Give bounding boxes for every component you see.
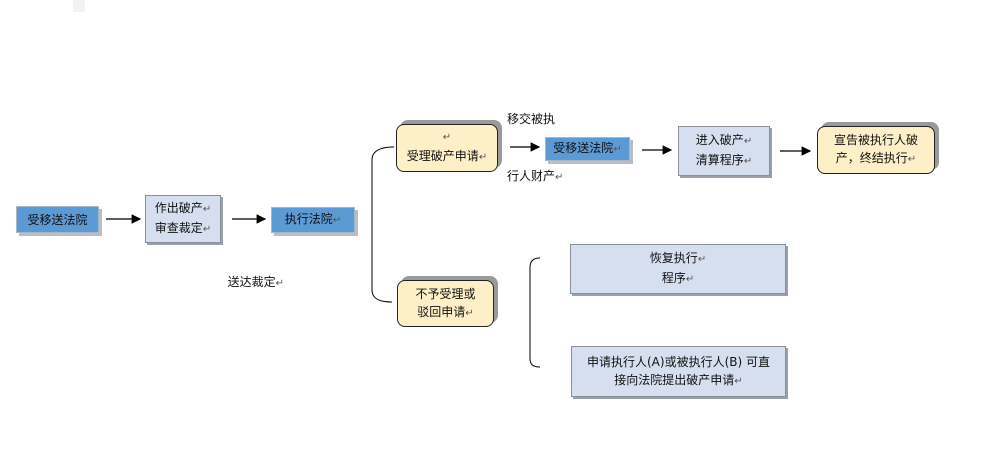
node-liquidation: 进入破产↵ 清算程序↵ [678,126,770,176]
corner-artifact [73,0,85,12]
node-declare-bankruptcy: 宣告被执行人破 产，终结执行↵ [817,126,935,174]
node-accept-application: ↵ 受理破产申请↵ [396,124,498,172]
node-court-receive-1: 受移送法院 [16,206,99,233]
node-reject-application: 不予受理或 驳回申请↵ [397,280,494,327]
label-transfer-property: 移交被执 行人财产↵ [507,112,564,183]
node-direct-apply: 申请执行人(A)或被执行人(B) 可直 接向法院提出破产申请↵ [571,346,786,397]
node-bankruptcy-review: 作出破产↵ 审查裁定↵ [145,195,221,243]
node-court-receive-2: 受移送法院↵ [545,137,630,161]
node-exec-court: 执行法院↵ [271,207,355,233]
brace-left [371,146,395,303]
label-deliver-ruling: 送达裁定↵ [227,275,285,289]
brace-right [529,257,541,368]
node-resume-execution: 恢复执行↵ 程序↵ [570,244,786,294]
